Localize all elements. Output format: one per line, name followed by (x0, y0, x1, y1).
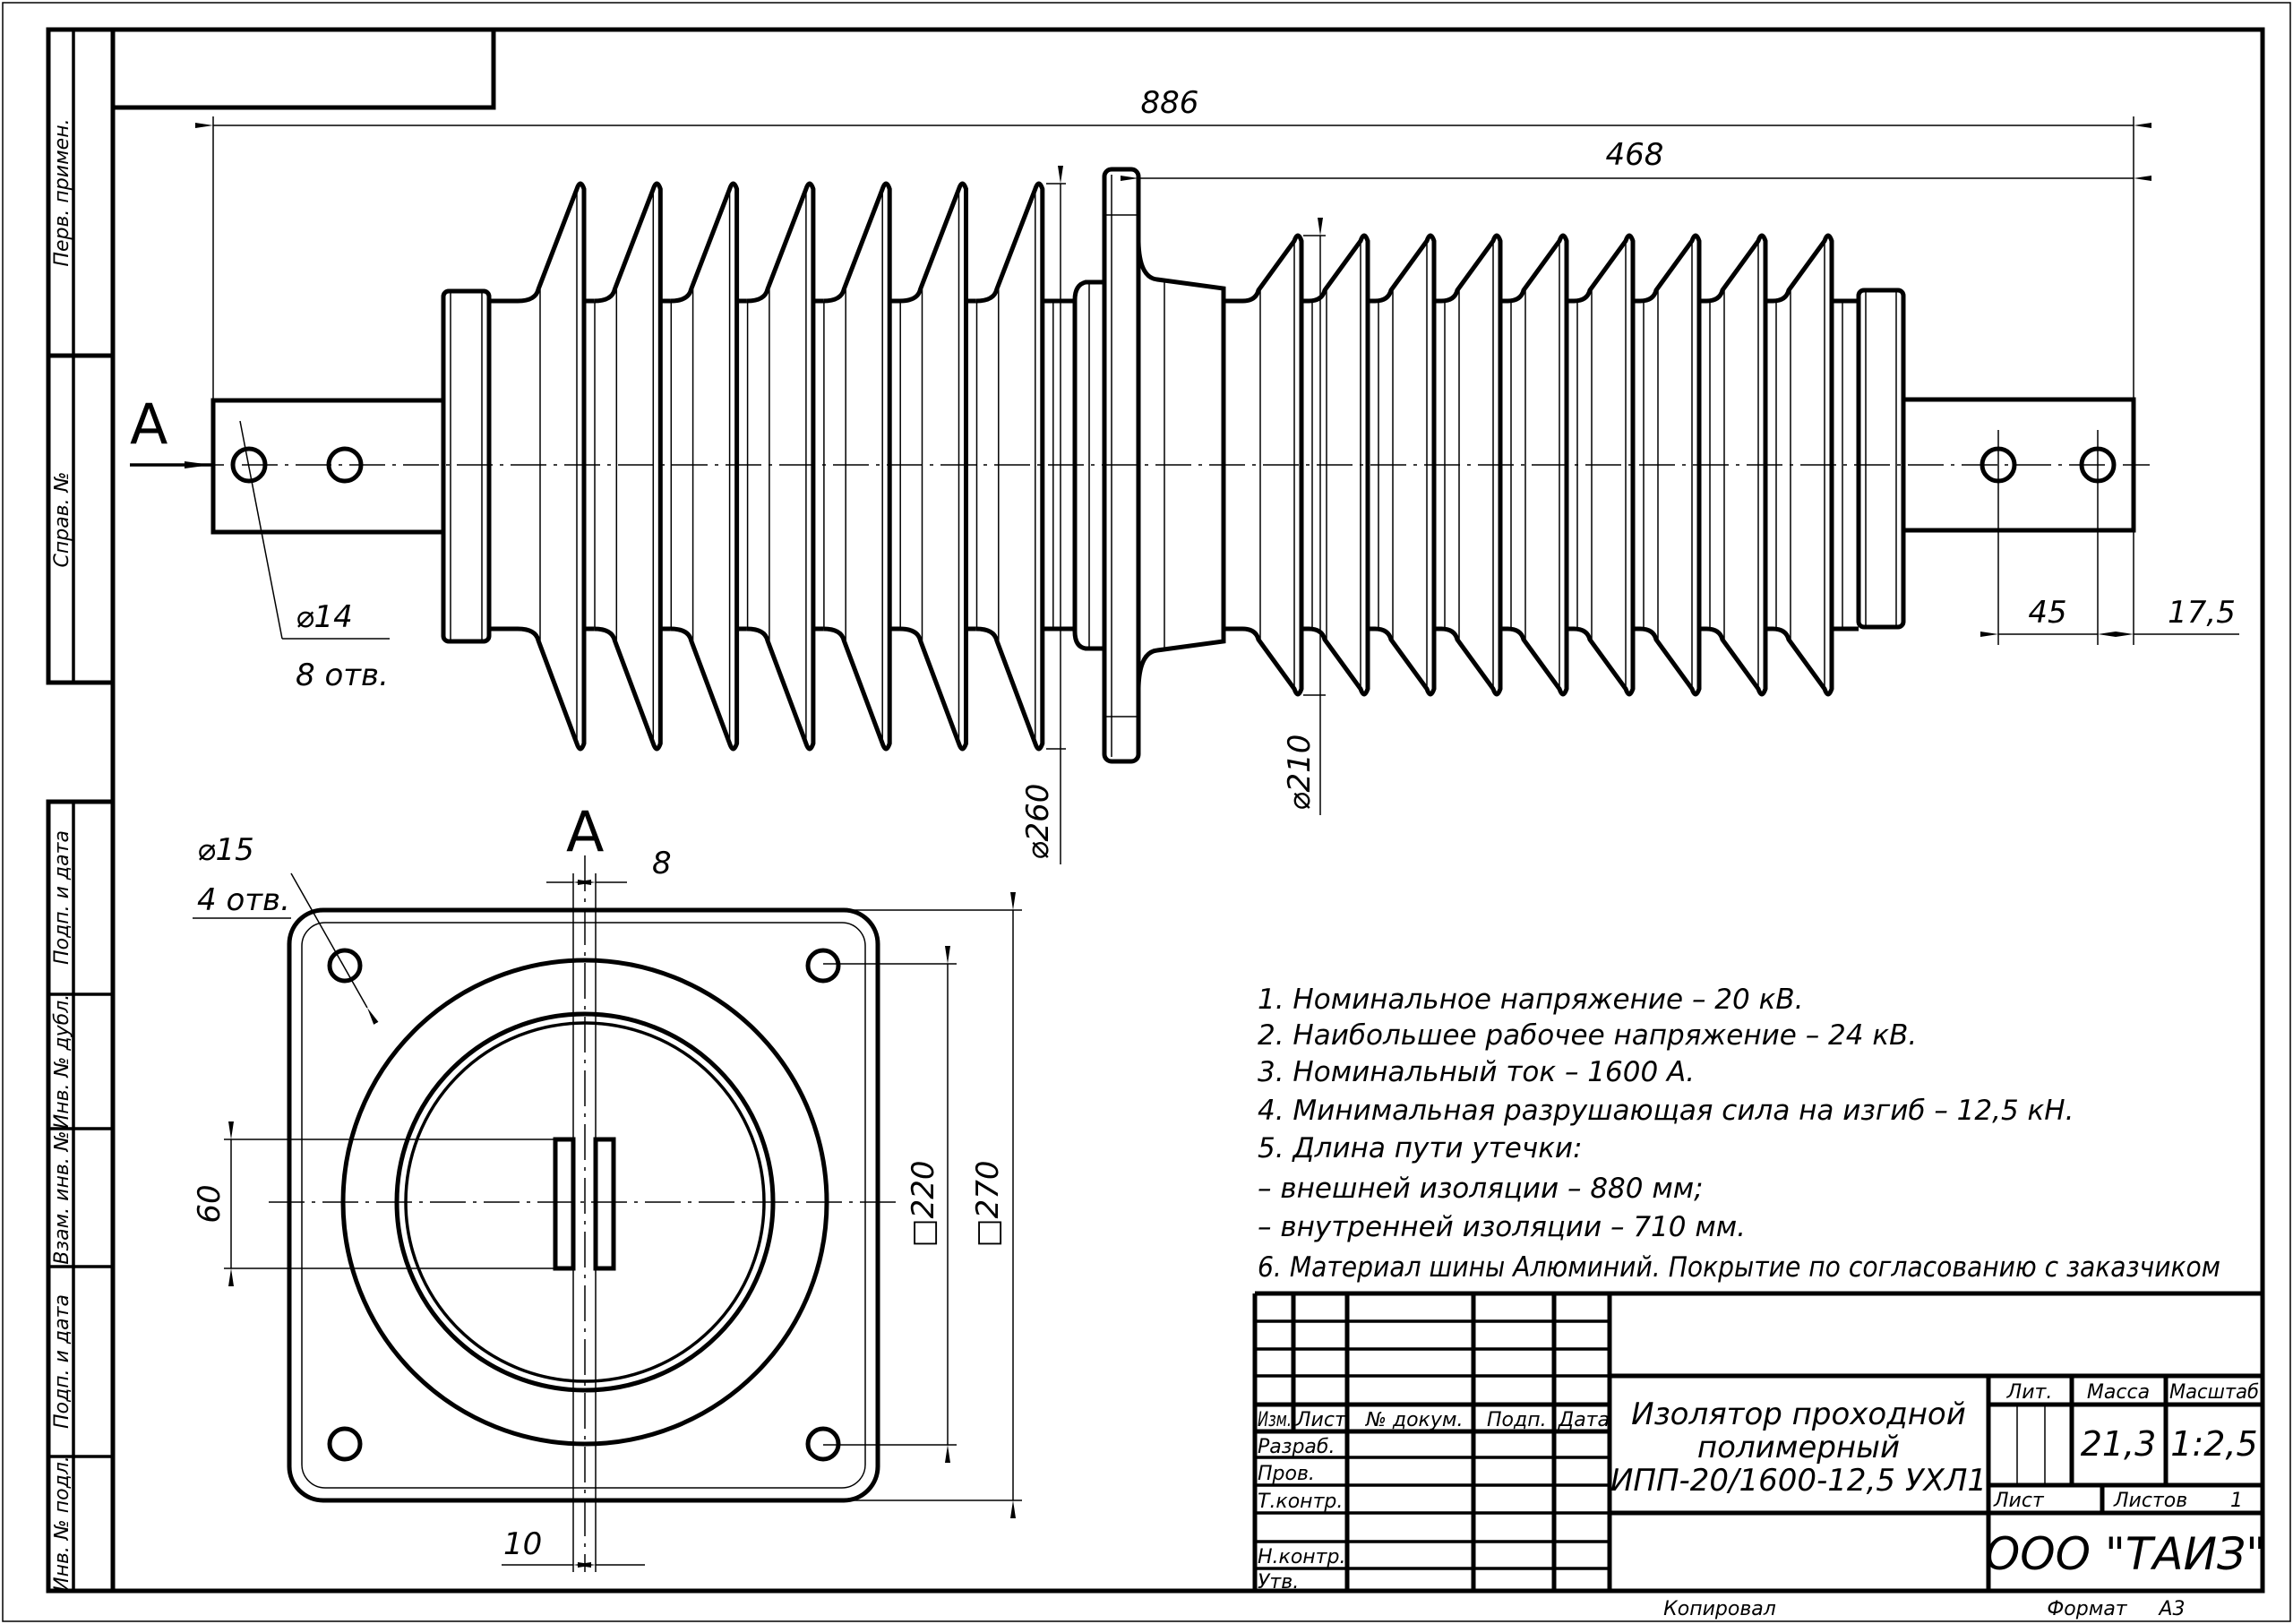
note-item: 1. Номинальное напряжение – 20 кВ. (1258, 984, 1803, 1016)
dim-flange-square: □270 (970, 1160, 1006, 1247)
mounting-flange (1102, 167, 1141, 764)
insulator-shed (746, 181, 816, 752)
note-item: 6. Материал шины Алюминий. Покрытие по с… (1258, 1251, 2220, 1284)
insulator-shed (1705, 233, 1768, 697)
note-item: 4. Минимальная разрушающая сила на изгиб… (1258, 1095, 2074, 1127)
flange-outline (287, 907, 880, 1503)
scale-label: Масштаб (2169, 1381, 2259, 1404)
bus-slot (593, 1137, 616, 1271)
copied-label: Копировал (1663, 1598, 1776, 1620)
sheets-label: Листов (2113, 1490, 2187, 1512)
format-value: А3 (2157, 1598, 2185, 1620)
margin-label-vzam-inv: Взам. инв. № (51, 1130, 73, 1264)
insulator-shed (1639, 233, 1702, 697)
flange-plan-view: 8 10 A 60 □220 □270 ⌀15 4 отв. (192, 799, 1022, 1572)
row-razrab: Разраб. (1258, 1436, 1335, 1458)
insulator-shed (594, 181, 663, 752)
drawing-title-line-3: ИПП-20/1600-12,5 УХЛ1 (1610, 1463, 1987, 1499)
note-item: – внешней изоляции – 880 мм; (1258, 1173, 1704, 1205)
col-data: Дата (1558, 1409, 1610, 1431)
col-dokum: № докум. (1365, 1409, 1463, 1431)
insulator-shed (1241, 233, 1304, 697)
dim-slot-height: 60 (192, 1184, 228, 1223)
insulator-shed (517, 181, 587, 752)
row-tkontr: Т.контр. (1258, 1491, 1343, 1513)
scale-value: 1:2,5 (2170, 1424, 2257, 1464)
insulator-shed (899, 181, 968, 752)
insulator-shed (1772, 233, 1834, 697)
dim-shed-diameter-large: ⌀260 (1020, 784, 1056, 860)
dim-bus-hole-diameter: ⌀14 (296, 599, 353, 635)
margin-strip: Перв. примен. Справ. № Подп. и дата Инв.… (46, 27, 116, 1594)
mass-value: 21,3 (2081, 1424, 2157, 1464)
bus-hole (326, 446, 364, 484)
dim-hole-square: □220 (906, 1160, 941, 1247)
insulator-shed (823, 181, 892, 752)
dim-flange-hole-count: 4 отв. (197, 882, 290, 918)
margin-label-sprav-no: Справ. № (51, 471, 73, 567)
row-utv: Утв. (1258, 1571, 1299, 1594)
flange-hole (805, 948, 841, 984)
dim-inner-length: 468 (1606, 137, 1664, 173)
insulator-shed (1573, 233, 1636, 697)
flange-hole (327, 1426, 363, 1462)
bus-slot (553, 1137, 576, 1271)
note-item: 5. Длина пути утечки: (1258, 1132, 1583, 1164)
row-prov: Пров. (1258, 1463, 1315, 1485)
top-left-box (110, 27, 496, 110)
col-podp: Подп. (1487, 1409, 1547, 1431)
margin-label-inv-dubl: Инв. № дубл. (51, 994, 73, 1130)
margin-label-perv-primen: Перв. примен. (51, 118, 73, 266)
drawing-frame (110, 27, 2265, 1594)
note-item: – внутренней изоляции – 710 мм. (1258, 1211, 1746, 1243)
title-block: Изм. Лист № докум. Подп. Дата Разраб. Пр… (1252, 1291, 2266, 1620)
insulator-shed (1507, 233, 1569, 697)
drawing-title-line-2: полимерный (1697, 1430, 1900, 1465)
insulator-shed (975, 181, 1045, 752)
insulator-side-view: 886 468 ⌀260 ⌀210 45 17,5 ⌀14 8 отв. A (130, 85, 2239, 864)
lit-label: Лит. (2006, 1381, 2053, 1404)
bus-hole (230, 446, 268, 484)
col-izm: Изм. (1258, 1409, 1292, 1431)
company-name: ООО "ТАИЗ" (1985, 1528, 2266, 1580)
margin-label-inv-podl: Инв. № подл. (51, 1456, 73, 1592)
view-label-a-plan: A (566, 799, 604, 864)
insulator-shed (670, 181, 740, 752)
sheets-value: 1 (2230, 1490, 2243, 1512)
margin-label-podp-data-2: Подп. и дата (51, 1294, 73, 1429)
dim-slot-width: 10 (503, 1526, 542, 1562)
dim-hole-edge: 17,5 (2168, 595, 2236, 631)
format-label: Формат (2047, 1598, 2127, 1620)
view-label-a-side: A (130, 391, 167, 457)
insulator-shed (1440, 233, 1503, 697)
right-end-cap (1856, 288, 1906, 630)
sheet-label: Лист (1993, 1490, 2045, 1512)
left-end-cap (441, 288, 492, 644)
insulator-shed (1308, 233, 1370, 697)
row-nkontr: Н.контр. (1258, 1546, 1345, 1568)
mass-label: Масса (2087, 1381, 2150, 1404)
dim-bus-hole-count: 8 отв. (296, 657, 389, 693)
note-item: 3. Номинальный ток – 1600 А. (1258, 1056, 1695, 1088)
technical-notes: 1. Номинальное напряжение – 20 кВ. 2. На… (1258, 984, 2220, 1284)
dim-flange-hole-diameter: ⌀15 (197, 832, 254, 868)
dim-overall-length: 886 (1141, 85, 1199, 121)
margin-label-podp-data-1: Подп. и дата (51, 830, 73, 965)
flange-hole (327, 948, 363, 984)
dim-shed-diameter-small: ⌀210 (1282, 735, 1318, 811)
insulator-shed (1374, 233, 1437, 697)
note-item: 2. Наибольшее рабочее напряжение – 24 кВ… (1258, 1019, 1917, 1052)
dim-hole-spacing: 45 (2028, 595, 2066, 631)
drawing-title-line-1: Изолятор проходной (1631, 1396, 1966, 1432)
dim-slot-gap: 8 (652, 846, 672, 881)
flange-hole (805, 1426, 841, 1462)
col-list: Лист (1295, 1409, 1347, 1431)
